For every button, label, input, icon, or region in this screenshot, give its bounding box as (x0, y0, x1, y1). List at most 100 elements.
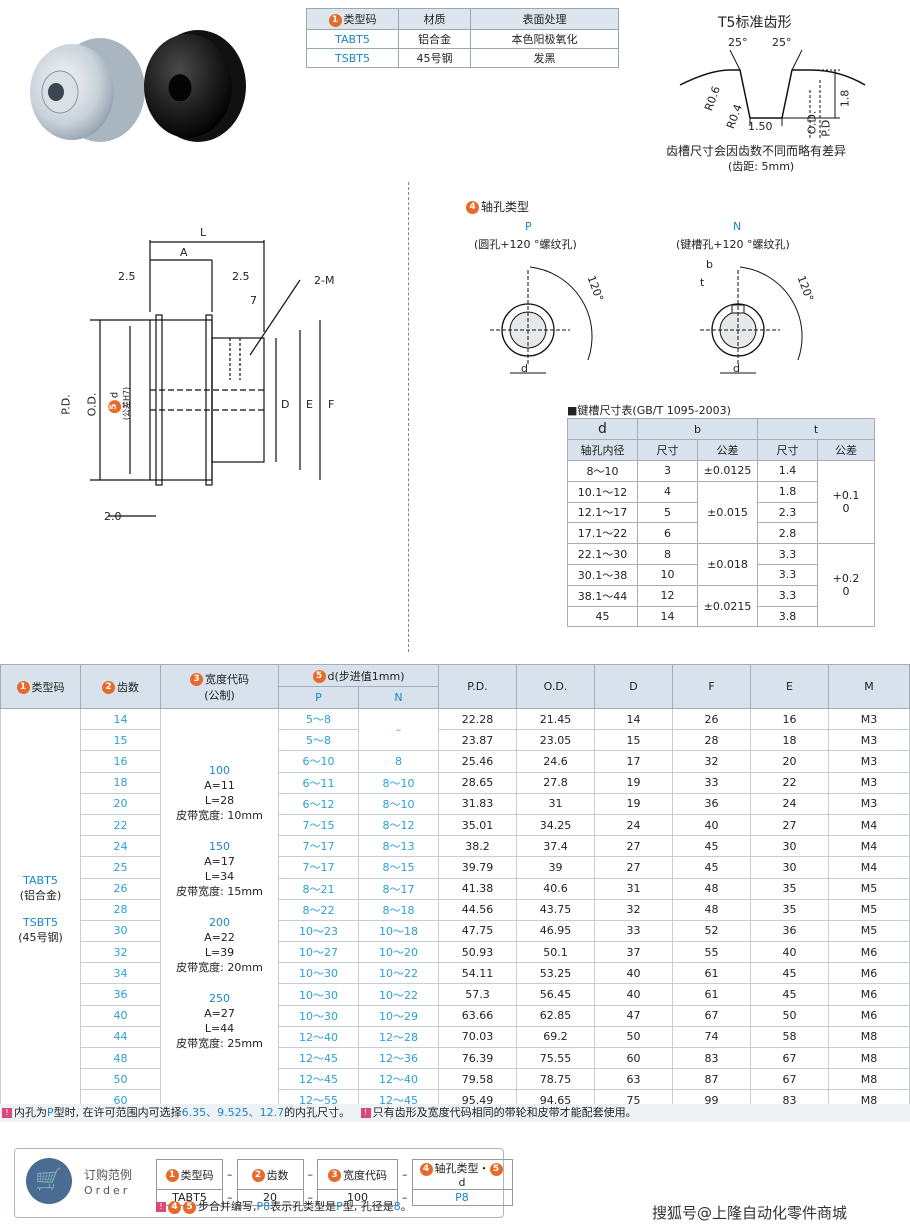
spec-E: 36 (750, 919, 829, 943)
spec-D: 37 (594, 941, 673, 964)
cart-icon: 🛒 (26, 1158, 72, 1204)
spec-M: M4 (828, 813, 910, 837)
spec-od: 27.8 (516, 771, 595, 794)
material-code: TSBT5 (306, 48, 399, 68)
spec-M: M3 (828, 750, 910, 773)
spec-pd: 47.75 (438, 919, 517, 943)
spec-d-p: 12～45 (278, 1046, 359, 1070)
spec-teeth: 28 (80, 898, 161, 921)
spec-D: 31 (594, 877, 673, 900)
spec-E: 58 (750, 1025, 829, 1049)
tooth-pitch-note: (齿距: 5mm) (728, 160, 795, 173)
spec-F: 36 (672, 792, 751, 815)
spec-od: 34.25 (516, 813, 595, 837)
spec-pd: 28.65 (438, 771, 517, 794)
spec-teeth: 20 (80, 792, 161, 815)
spec-F: 28 (672, 729, 751, 752)
spec-header-pd: P.D. (438, 664, 517, 709)
keyway-header-b-tol: 公差 (697, 439, 758, 461)
spec-od: 21.45 (516, 707, 595, 731)
spec-pd: 41.38 (438, 877, 517, 900)
spec-header-M: M (828, 664, 910, 709)
spec-M: M5 (828, 919, 910, 943)
spec-F: 26 (672, 707, 751, 731)
spec-F: 61 (672, 962, 751, 985)
tooth-angle-right: 25° (772, 36, 792, 49)
spec-E: 50 (750, 1004, 829, 1027)
dim-OD: O.D. (85, 392, 99, 417)
spec-M: M5 (828, 877, 910, 900)
spec-d-p: 12～40 (278, 1025, 359, 1049)
table-row: TABT5 铝合金 本色阳极氧化 (306, 29, 619, 49)
material-header-material: 材质 (398, 8, 471, 30)
spec-d-n: 10～18 (358, 919, 439, 943)
order-value-width: 100 (317, 1189, 398, 1206)
spec-pd: 50.93 (438, 941, 517, 964)
spec-teeth: 25 (80, 856, 161, 879)
spec-teeth: 14 (80, 707, 161, 731)
keyway-header-bore: 轴孔内径 (567, 439, 638, 461)
spec-F: 87 (672, 1068, 751, 1091)
spec-F: 48 (672, 898, 751, 921)
order-value-teeth: 20 (236, 1189, 304, 1206)
keyway-header-t-size: 尺寸 (757, 439, 818, 461)
order-value-shaft: P8 (411, 1189, 513, 1206)
spec-d-n: 10～20 (358, 941, 439, 964)
spec-d-p: 12～45 (278, 1068, 359, 1091)
shaft-type-n-desc: (键槽孔+120 °螺纹孔) (676, 238, 790, 251)
spec-D: 19 (594, 792, 673, 815)
spec-D: 33 (594, 919, 673, 943)
spec-od: 69.2 (516, 1025, 595, 1049)
spec-pd: 79.58 (438, 1068, 517, 1091)
spec-M: M6 (828, 983, 910, 1006)
spec-header-n: N (358, 686, 439, 709)
spec-M: M3 (828, 771, 910, 794)
material-header-finish: 表面处理 (470, 8, 619, 30)
spec-d-p: 10～30 (278, 1004, 359, 1027)
spec-od: 50.1 (516, 941, 595, 964)
spec-d-p: 5～8 (278, 729, 359, 752)
footer-brand: 搜狐号@上隆自动化零件商城 (652, 1204, 848, 1222)
spec-E: 18 (750, 729, 829, 752)
spec-E: 24 (750, 792, 829, 815)
spec-od: 39 (516, 856, 595, 879)
spec-d-n: 8～10 (358, 771, 439, 794)
spec-M: M4 (828, 856, 910, 879)
spec-d-n: 12～40 (358, 1068, 439, 1091)
spec-header-F: F (672, 664, 751, 709)
spec-teeth: 22 (80, 813, 161, 837)
aluminium-pulley-photo (30, 38, 145, 142)
spec-type-cell: TABT5(铝合金)TSBT5(45号钢) (0, 708, 81, 1112)
spec-od: 24.6 (516, 750, 595, 773)
spec-teeth: 44 (80, 1025, 161, 1049)
spec-F: 83 (672, 1046, 751, 1070)
spec-d-p: 7～17 (278, 835, 359, 858)
spec-d-n: 12～28 (358, 1025, 439, 1049)
spec-teeth: 36 (80, 983, 161, 1006)
material-name: 铝合金 (398, 29, 471, 49)
spec-pd: 63.66 (438, 1004, 517, 1027)
dim-PD: P.D. (59, 394, 73, 415)
spec-D: 50 (594, 1025, 673, 1049)
spec-header-od: O.D. (516, 664, 595, 709)
spec-F: 33 (672, 771, 751, 794)
spec-od: 40.6 (516, 877, 595, 900)
spec-pd: 44.56 (438, 898, 517, 921)
